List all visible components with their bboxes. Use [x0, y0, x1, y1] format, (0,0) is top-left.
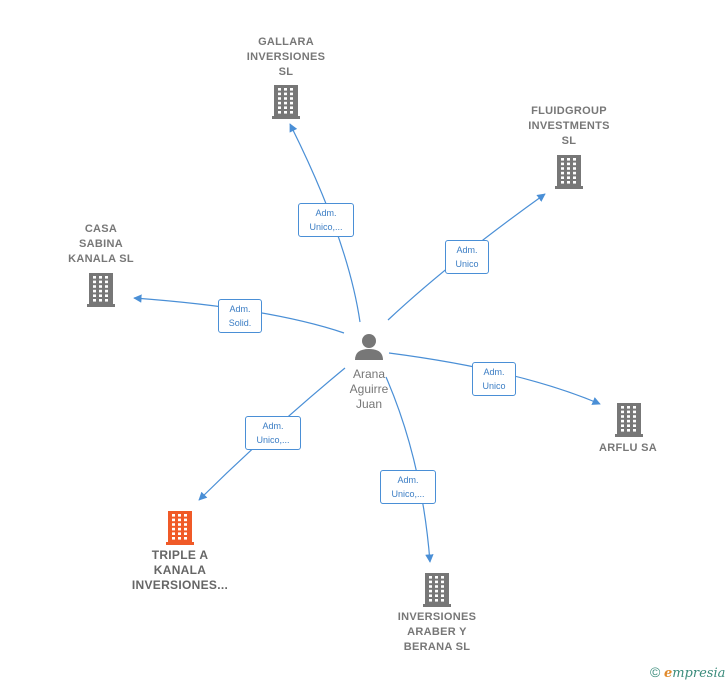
company-label-arflu[interactable]: ARFLU SA: [598, 442, 657, 454]
role-label-inversiones-araber[interactable]: Adm. Unico,...: [380, 470, 436, 504]
building-icon-inversiones-araber[interactable]: [423, 573, 451, 607]
building-icon-arflu[interactable]: [615, 403, 643, 437]
brand-logo-text: mpresia: [672, 666, 726, 681]
edge-inversiones-araber: [385, 376, 434, 563]
person-name-label[interactable]: Arana Aguirre Juan: [349, 367, 389, 411]
role-label-triple-a[interactable]: Adm. Unico,...: [245, 416, 301, 450]
company-label-fluidgroup[interactable]: FLUIDGROUP INVESTMENTS SL: [528, 105, 610, 147]
role-label-fluidgroup[interactable]: Adm. Unico: [445, 240, 489, 274]
building-icon-triple-a[interactable]: [166, 511, 194, 545]
role-label-gallara[interactable]: Adm. Unico,...: [298, 203, 354, 237]
building-icon-casa-sabina[interactable]: [87, 273, 115, 307]
company-label-casa-sabina[interactable]: CASA SABINA KANALA SL: [68, 223, 134, 265]
copyright-icon: ©: [650, 664, 661, 680]
brand-logo-initial: e: [663, 666, 673, 681]
company-label-inversiones-araber[interactable]: INVERSIONES ARABER Y BERANA SL: [397, 611, 477, 653]
building-icon-gallara[interactable]: [272, 85, 300, 119]
footer-brand[interactable]: © empresia: [650, 664, 725, 681]
company-label-triple-a[interactable]: TRIPLE A KANALA INVERSIONES...: [131, 548, 229, 592]
company-label-gallara[interactable]: GALLARA INVERSIONES SL: [246, 36, 326, 78]
role-label-casa-sabina[interactable]: Adm. Solid.: [218, 299, 262, 333]
role-label-arflu[interactable]: Adm. Unico: [472, 362, 516, 396]
building-icon-fluidgroup[interactable]: [555, 155, 583, 189]
person-icon[interactable]: [355, 334, 383, 360]
